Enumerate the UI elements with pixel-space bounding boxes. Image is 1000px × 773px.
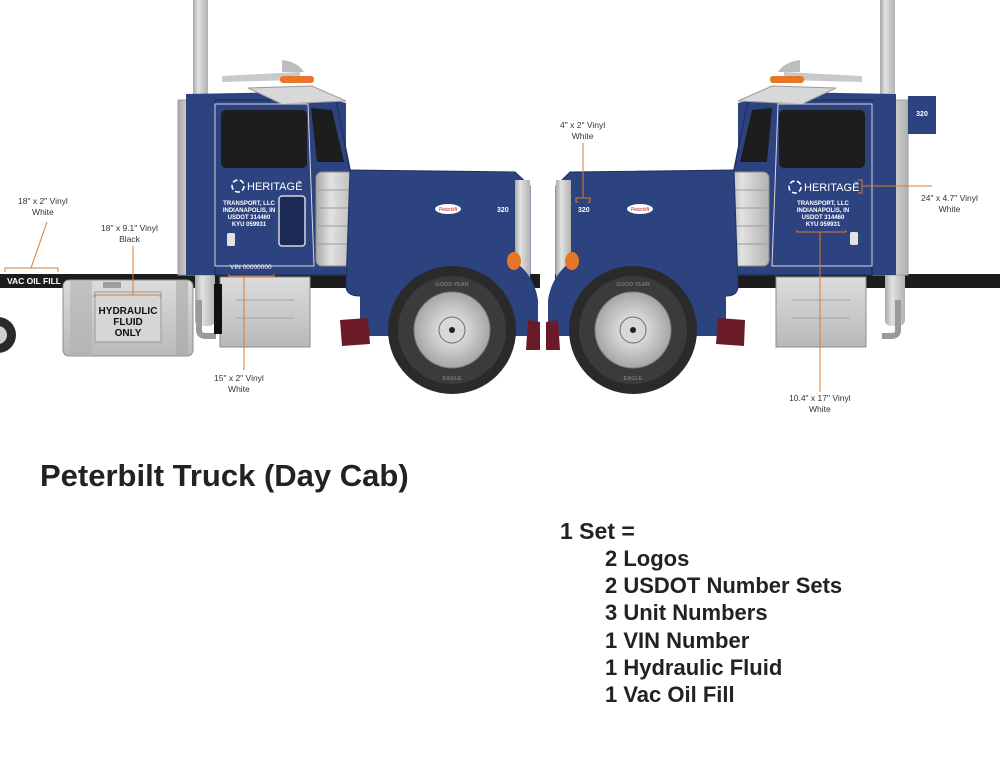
callout-usdot-size: 10.4" x 17" Vinyl xyxy=(789,393,851,403)
callout-hydraulic-size: 18" x 9.1" Vinyl xyxy=(101,223,158,233)
callout-logo: 24" x 4.7" Vinyl White xyxy=(921,193,978,214)
hydraulic-decal-line-2: FLUID xyxy=(113,317,142,328)
right-tire-brand: GOOD YEAR xyxy=(616,282,650,288)
logo-icon xyxy=(788,180,802,194)
set-item-unit-numbers: 3 Unit Numbers xyxy=(605,600,768,626)
left-tire-model: EAGLE xyxy=(443,376,462,382)
leader-vac-oil xyxy=(4,221,59,272)
right-tire-model: EAGLE xyxy=(624,376,643,382)
right-cab-unit-number: 320 xyxy=(916,111,928,118)
logo-trademark: ™ xyxy=(297,180,302,185)
right-company-line-1: TRANSPORT, LLC xyxy=(797,201,849,207)
right-logo: HERITAGE ™ xyxy=(788,180,859,194)
logo-text: HERITAGE xyxy=(247,181,302,193)
hydraulic-decal-line-3: ONLY xyxy=(115,328,142,339)
callout-unit-hood-size: 4" x 2" Vinyl xyxy=(560,120,606,130)
callout-usdot: 10.4" x 17" Vinyl White xyxy=(789,393,851,414)
left-company-line-2: INDIANAPOLIS, IN xyxy=(223,208,275,214)
leader-vin xyxy=(228,274,275,370)
right-company-line-4: KYU 059931 xyxy=(806,222,841,228)
callout-unit-hood-color: White xyxy=(571,130,594,141)
page-title: Peterbilt Truck (Day Cab) xyxy=(40,458,409,493)
callout-vin-size: 15" x 2" Vinyl xyxy=(214,373,264,383)
leader-hydraulic xyxy=(93,246,161,297)
left-tire-brand: GOOD YEAR xyxy=(435,282,469,288)
callout-unit-hood: 4" x 2" Vinyl White xyxy=(560,120,605,141)
left-truck xyxy=(0,0,540,394)
leader-logo xyxy=(858,179,932,194)
right-company-line-3: USDOT 314460 xyxy=(802,215,845,221)
callout-logo-size: 24" x 4.7" Vinyl xyxy=(921,193,978,203)
right-brand-badge: Peterbilt xyxy=(631,207,650,213)
right-air-horns xyxy=(770,60,862,83)
right-hood-unit-number: 320 xyxy=(578,207,590,214)
hydraulic-tank xyxy=(62,279,194,357)
set-item-hydraulic: 1 Hydraulic Fluid xyxy=(605,654,783,680)
set-item-usdot: 2 USDOT Number Sets xyxy=(605,573,843,599)
left-air-horns xyxy=(222,60,314,83)
left-brand-badge-shape xyxy=(435,204,461,214)
set-heading: 1 Set = xyxy=(560,518,635,544)
left-brand-badge: Peterbilt xyxy=(439,207,458,213)
callout-vin: 15" x 2" Vinyl White xyxy=(214,373,264,394)
callout-hydraulic: 18" x 9.1" Vinyl Black xyxy=(101,223,158,244)
left-exhaust-stack xyxy=(193,0,216,339)
vac-oil-fill-decal: VAC OIL FILL xyxy=(7,276,61,286)
right-front-wheel xyxy=(569,266,697,394)
right-truck xyxy=(546,0,1000,394)
left-company-line-4: KYU 059931 xyxy=(232,222,267,228)
logo-trademark: ™ xyxy=(854,181,859,186)
set-item-logos: 2 Logos xyxy=(605,546,690,571)
set-item-vac-oil: 1 Vac Oil Fill xyxy=(605,682,735,708)
callout-hydraulic-color: Black xyxy=(119,233,140,244)
callout-logo-color: White xyxy=(938,203,961,214)
left-rear-wheel xyxy=(0,317,16,353)
left-company-line-3: USDOT 314460 xyxy=(228,215,271,221)
set-item-vin: 1 VIN Number xyxy=(605,627,750,653)
left-company-line-1: TRANSPORT, LLC xyxy=(223,201,275,207)
callout-vac-oil: 18" x 2" Vinyl White xyxy=(18,196,68,217)
callout-vin-color: White xyxy=(228,383,250,394)
right-brand-badge-shape xyxy=(627,204,653,214)
callout-usdot-color: White xyxy=(808,403,831,414)
logo-text: HERITAGE xyxy=(804,182,859,194)
left-hood-unit-number: 320 xyxy=(497,207,509,214)
leader-unit-hood xyxy=(575,143,591,203)
logo-icon xyxy=(231,179,245,193)
callout-leaders xyxy=(4,143,932,392)
callout-vac-oil-color: White xyxy=(32,206,54,217)
right-exhaust-stack xyxy=(880,0,905,339)
right-company-line-2: INDIANAPOLIS, IN xyxy=(797,208,849,214)
callout-vac-oil-size: 18" x 2" Vinyl xyxy=(18,196,68,206)
left-logo: HERITAGE ™ xyxy=(231,179,302,193)
leader-usdot xyxy=(796,230,847,392)
decal-texts: VAC OIL FILL HYDRAULIC FLUID ONLY VIN 00… xyxy=(7,111,928,382)
left-front-wheel xyxy=(388,266,516,394)
vin-decal: VIN 00000000 xyxy=(230,264,272,271)
hydraulic-decal-line-1: HYDRAULIC xyxy=(99,306,158,317)
set-list: 2 Logos 2 USDOT Number Sets 3 Unit Numbe… xyxy=(605,545,842,708)
